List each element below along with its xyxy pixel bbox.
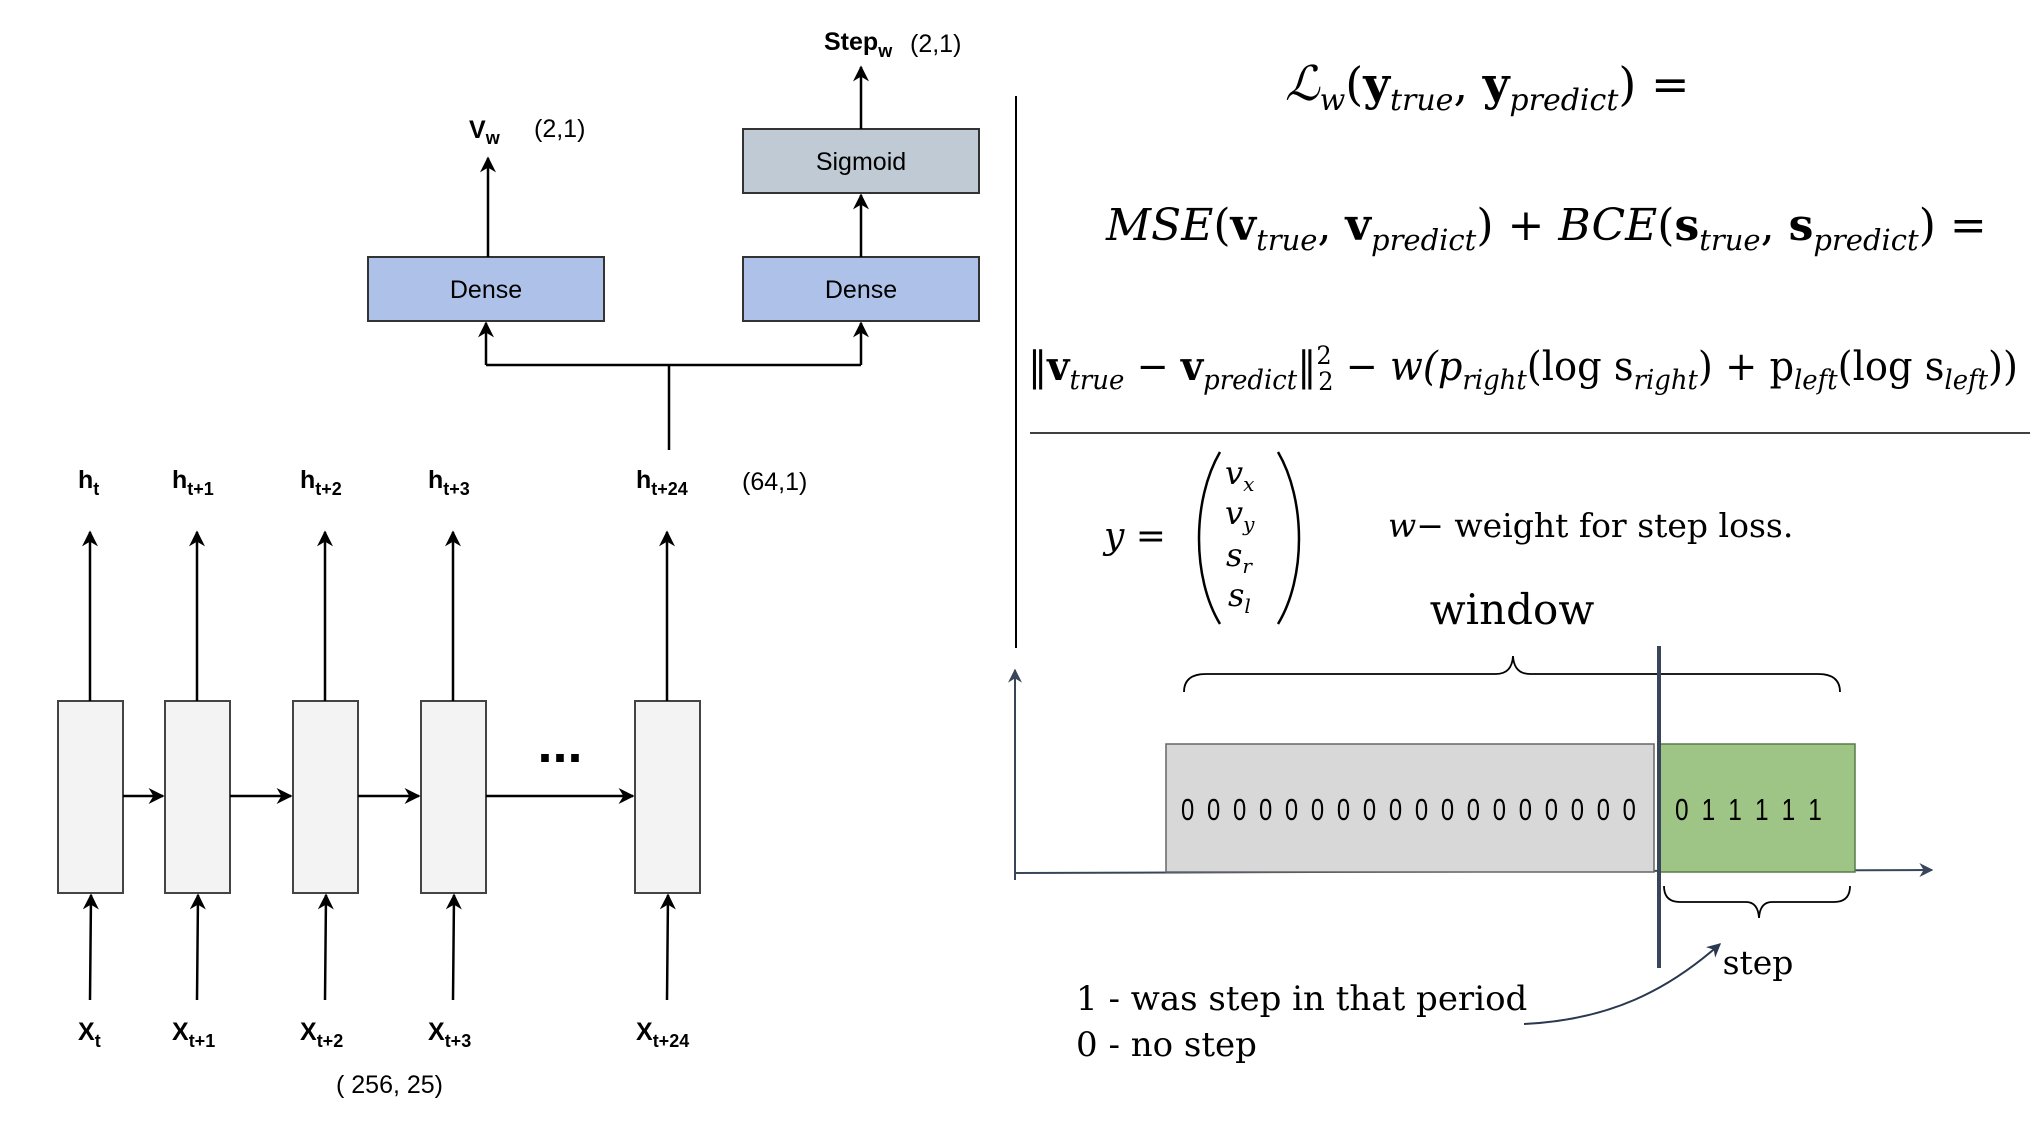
input-label: Xt+1 (172, 1018, 215, 1051)
input-arrow (189, 893, 206, 1001)
window-step-diagram: window 0 0 0 0 0 0 0 0 0 0 0 0 0 0 0 0 0… (1008, 585, 1934, 1065)
input-label: Xt+3 (428, 1018, 471, 1051)
dense-left-label: Dense (450, 276, 522, 304)
input-label: Xt+24 (636, 1018, 689, 1051)
vector-entry: sr (1226, 536, 1253, 578)
input-arrow (659, 893, 676, 1001)
input-arrow (445, 893, 462, 1001)
input-arrow (317, 893, 334, 1001)
hidden-labels: ht ht+1 ht+2 ht+3 ht+24 (64,1) (78, 466, 807, 499)
loss-formulas: ℒw(ytrue, ypredict) = MSE(vtrue, vpredic… (1015, 56, 2030, 648)
lstm-cell (634, 700, 701, 894)
sigmoid-label: Sigmoid (816, 148, 906, 176)
legend-pointer-curve (1523, 943, 1722, 1025)
hidden-label: ht+2 (300, 466, 342, 499)
vector-right-paren (1276, 451, 1301, 625)
y-equals: y = (1102, 516, 1166, 557)
lstm-cells (57, 700, 701, 894)
dense-left-box (367, 256, 605, 322)
vector-entry: vx (1225, 454, 1254, 496)
step-brace (1663, 885, 1851, 919)
step-ones-bits: 0 1 1 1 1 1 (1675, 792, 1825, 827)
window-zero-box (1165, 743, 1655, 873)
window-label: window (1430, 585, 1595, 634)
vector-entry: vy (1225, 494, 1255, 536)
lstm-cell (164, 700, 231, 894)
legend-one: 1 - was step in that period (1076, 979, 1527, 1019)
hidden-label: ht+3 (428, 466, 470, 499)
input-arrow (82, 893, 99, 1001)
vector-left-paren (1197, 451, 1222, 625)
vw-output-label: Vw (469, 116, 501, 148)
window-zero-bits: 0 0 0 0 0 0 0 0 0 0 0 0 0 0 0 0 0 0 (1181, 792, 1639, 827)
hidden-label: ht (78, 466, 99, 499)
input-labels: Xt Xt+1 Xt+2 Xt+3 Xt+24 ( 256, 25) (78, 1018, 689, 1099)
step-dimension: (2,1) (910, 30, 961, 58)
dense-right-label: Dense (825, 276, 897, 304)
step-output-label: Stepw (824, 28, 893, 61)
vector-entry: sl (1228, 576, 1251, 618)
weight-note: w− weight for step loss. (1388, 506, 1793, 545)
step-ones-box (1658, 743, 1856, 873)
sequence-ellipsis: ... (537, 714, 582, 774)
input-label: Xt (78, 1018, 101, 1051)
hidden-dimension: (64,1) (742, 468, 807, 496)
hidden-label: ht+24 (636, 466, 688, 499)
dense-right-box (742, 256, 980, 322)
hidden-label: ht+1 (172, 466, 214, 499)
input-label: Xt+2 (300, 1018, 343, 1051)
legend-zero: 0 - no step (1076, 1025, 1257, 1065)
lstm-cell (420, 700, 487, 894)
lstm-network: Dense Dense Sigmoid Vw (2,1) Stepw (2,1) (57, 28, 980, 1099)
vw-dimension: (2,1) (534, 115, 585, 143)
loss-formula-line-1: ℒw(ytrue, ypredict) = (1285, 56, 1690, 118)
lstm-cell (292, 700, 359, 894)
window-brace (1183, 655, 1841, 693)
step-label: step (1723, 943, 1794, 982)
input-dimension: ( 256, 25) (336, 1071, 443, 1099)
loss-formula-line-2: MSE(vtrue, vpredict) + BCE(strue, spredi… (1105, 200, 1987, 257)
lstm-cell (57, 700, 124, 894)
